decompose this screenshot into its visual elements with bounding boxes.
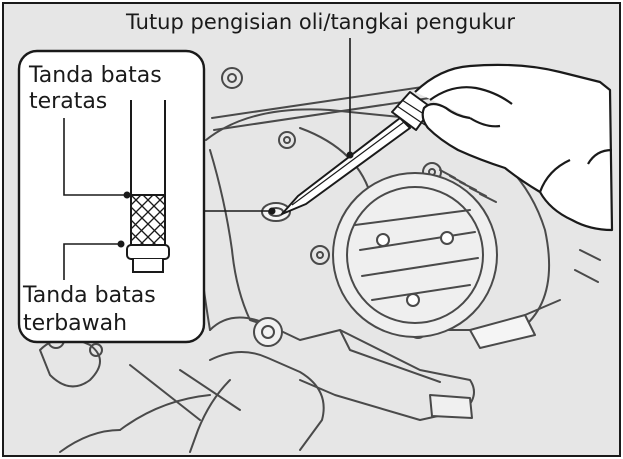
label-lower-mark-line2: terbawah xyxy=(23,311,127,336)
label-oil-filler-cap-dipstick: Tutup pengisian oli/tangkai pengukur xyxy=(125,10,515,34)
leader-lines xyxy=(204,38,351,212)
hand-icon xyxy=(414,63,614,232)
label-upper-mark-line1: Tanda batas xyxy=(28,63,162,88)
leader-dot-cap xyxy=(346,151,354,159)
label-lower-mark-line1: Tanda batas xyxy=(22,283,156,308)
dipstick-tip-closeup xyxy=(126,100,170,273)
label-upper-mark-line2: teratas xyxy=(29,89,107,114)
leader-dot-hole xyxy=(268,207,276,215)
dipstick-inset: Tanda batas teratas Tanda batas terbawah xyxy=(17,49,206,344)
dot-upper-mark xyxy=(123,191,131,199)
dot-lower-mark xyxy=(117,240,125,248)
dipstick xyxy=(281,91,433,215)
